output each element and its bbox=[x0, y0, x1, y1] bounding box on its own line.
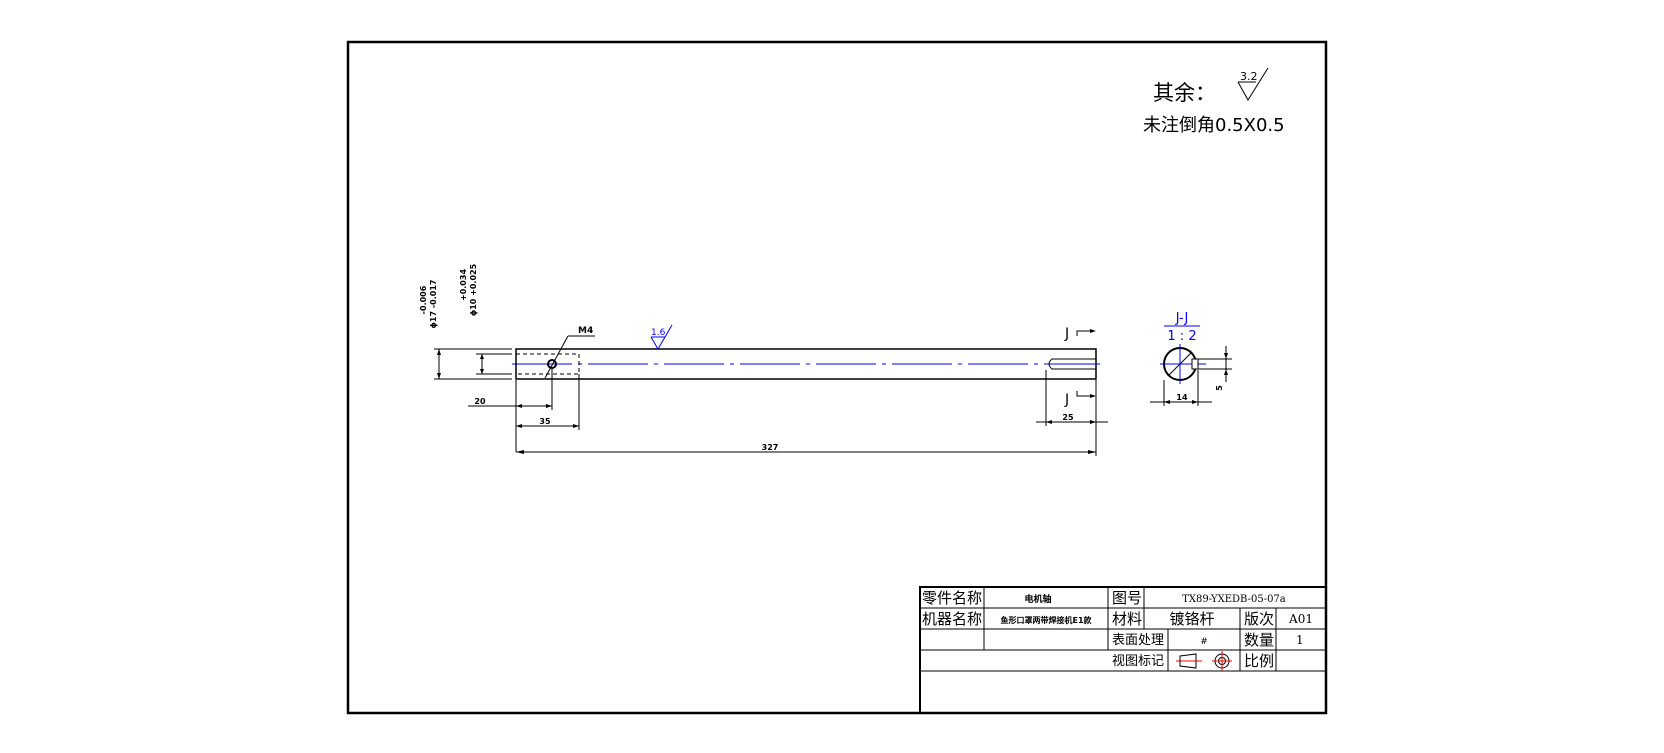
section-title: J-J bbox=[1175, 311, 1189, 326]
tb-part-name-label: 零件名称 bbox=[922, 589, 982, 607]
tb-surface-value: # bbox=[1200, 637, 1208, 647]
dim-20: 20 bbox=[468, 368, 553, 452]
dia10-tol-upper: +0.034 bbox=[459, 269, 468, 301]
dim-327-label: 327 bbox=[762, 443, 779, 452]
chamfer-note: 未注倒角0.5X0.5 bbox=[1143, 115, 1285, 136]
tb-view-label: 视图标记 bbox=[1112, 654, 1164, 669]
dim-35: 35 bbox=[516, 374, 580, 430]
tb-version-label: 版次 bbox=[1244, 610, 1274, 628]
tb-quantity-value: 1 bbox=[1296, 633, 1304, 647]
cut-marker-bottom: J bbox=[1064, 391, 1096, 408]
tb-part-name-value: 电机轴 bbox=[1024, 593, 1051, 605]
tb-material-label: 材料 bbox=[1112, 610, 1142, 628]
svg-text:J: J bbox=[1064, 392, 1069, 408]
dim-25: 25 bbox=[1036, 370, 1108, 426]
tb-material-value: 镀铬杆 bbox=[1169, 610, 1214, 628]
rest-roughness-value: 3.2 bbox=[1240, 70, 1258, 83]
rest-roughness-symbol: 3.2 bbox=[1237, 67, 1269, 101]
rest-roughness-label: 其余： bbox=[1153, 81, 1216, 105]
dim-35-label: 35 bbox=[539, 417, 551, 426]
title-block: 零件名称 电机轴 图号 TX89-YXEDB-05-07a 机器名称 鱼形口罩两… bbox=[919, 586, 1327, 714]
tb-machine-name-label: 机器名称 bbox=[922, 610, 982, 628]
section-depth-label: 5 bbox=[1215, 385, 1224, 391]
dim-20-label: 20 bbox=[474, 397, 486, 406]
dim-25-label: 25 bbox=[1062, 413, 1074, 422]
thread-leader bbox=[544, 335, 569, 379]
tb-drawing-no-label: 图号 bbox=[1112, 589, 1142, 607]
tb-machine-name-value: 鱼形口罩两带焊接机E1款 bbox=[1000, 615, 1092, 625]
section-view: J-J 1 : 2 14 5 bbox=[1150, 311, 1232, 406]
tb-quantity-label: 数量 bbox=[1244, 631, 1274, 649]
view-mark-icon bbox=[1176, 651, 1232, 671]
shaft-roughness-value: 1.6 bbox=[651, 328, 666, 338]
section-width-label: 14 bbox=[1176, 393, 1188, 402]
keyway-slot bbox=[1048, 358, 1096, 370]
tb-scale-label: 比例 bbox=[1244, 652, 1274, 670]
dim-dia10: +0.034 ϕ10 +0.025 bbox=[459, 263, 512, 375]
dia10-tol-lower: ϕ10 +0.025 bbox=[469, 263, 478, 316]
dia17-tol-upper: -0.006 bbox=[419, 285, 428, 314]
thread-label: M4 bbox=[578, 326, 593, 336]
section-scale: 1 : 2 bbox=[1167, 329, 1196, 344]
tb-version-value: A01 bbox=[1288, 612, 1313, 626]
shaft-view: M4 1.6 J J -0.006 ϕ17 -0.017 bbox=[419, 263, 1108, 456]
tb-surface-label: 表面处理 bbox=[1112, 633, 1164, 648]
svg-text:J: J bbox=[1064, 326, 1069, 342]
dim-327: 327 bbox=[516, 380, 1097, 456]
cut-marker-top: J bbox=[1064, 326, 1096, 342]
dia17-tol-lower: ϕ17 -0.017 bbox=[429, 280, 438, 329]
drawing-border bbox=[346, 40, 1328, 715]
dim-dia17: -0.006 ϕ17 -0.017 bbox=[419, 280, 512, 380]
tb-drawing-no-value: TX89-YXEDB-05-07a bbox=[1182, 594, 1286, 605]
shaft-roughness-symbol: 1.6 bbox=[650, 324, 673, 350]
